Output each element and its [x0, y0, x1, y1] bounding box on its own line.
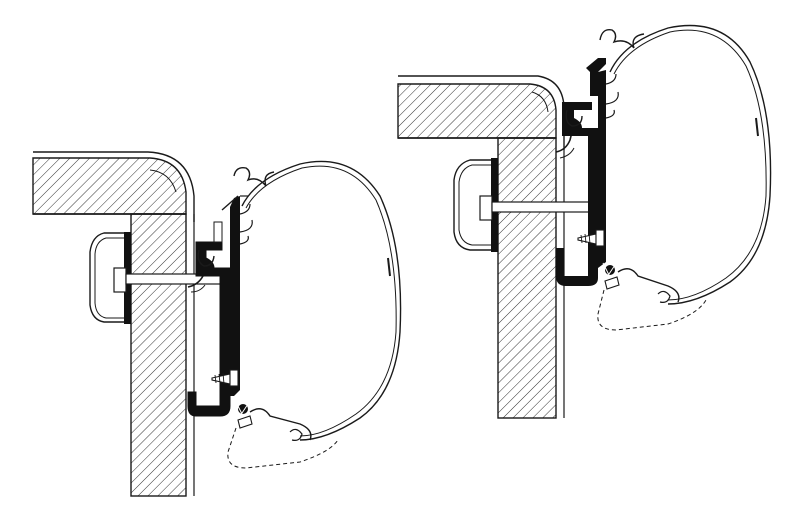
right-adapter-rail: [556, 102, 598, 286]
left-adapter-rail: [187, 221, 231, 417]
right-roof-slab: [397, 75, 565, 150]
right-through-bolt: [491, 201, 597, 213]
left-roof-slab: [32, 151, 195, 222]
left-wall: [130, 213, 195, 497]
right-inner-knob: [453, 158, 498, 252]
left-awning-backplate: [221, 195, 253, 396]
right-mounting-detail: [397, 24, 772, 419]
right-fixing-screw: [577, 229, 605, 247]
left-mounting-detail: [32, 151, 402, 497]
left-awning-cassette: [241, 160, 402, 441]
right-awning-cassette: [609, 24, 772, 305]
right-wall: [497, 137, 565, 419]
right-bottom-lock: [602, 262, 680, 303]
right-awning-backplate: [586, 58, 619, 268]
left-fixing-screw: [211, 369, 239, 387]
left-bottom-lock: [235, 401, 312, 441]
left-inner-knob: [89, 232, 131, 324]
